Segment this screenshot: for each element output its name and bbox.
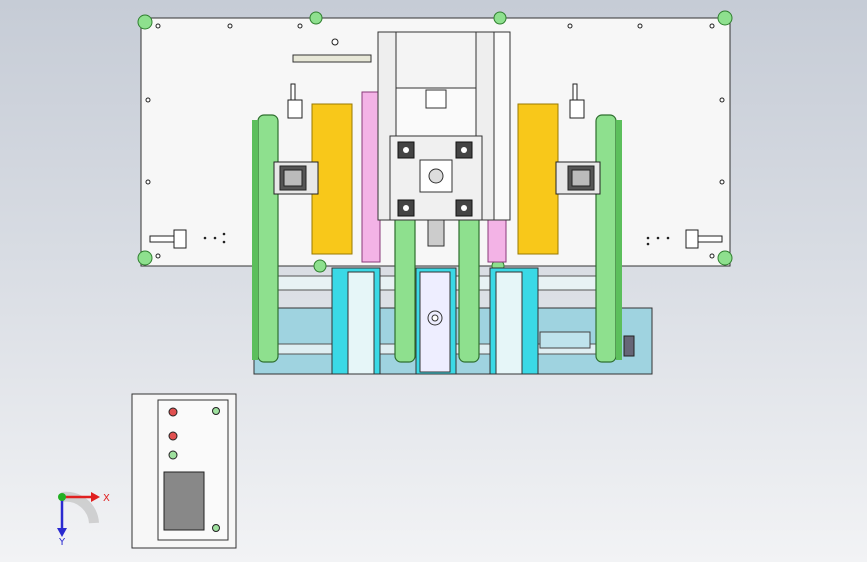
- indicator-light-green: [168, 450, 178, 460]
- plate-corner-pads: [137, 10, 733, 273]
- y-axis-label: Y: [58, 537, 66, 548]
- left-guide-bar: [292, 54, 372, 63]
- plate-screw-holes: [145, 23, 725, 259]
- control-box[interactable]: [131, 393, 237, 549]
- side-brackets: [149, 83, 723, 249]
- display-screen: [163, 471, 205, 531]
- carriage-bolt-centers: [403, 147, 467, 211]
- mount-hole-top: [212, 407, 220, 415]
- cyan-uprights: [331, 267, 539, 375]
- green-frame-shadows: [252, 120, 622, 360]
- bracket-dots: [203, 232, 670, 246]
- indicator-light-red-2: [168, 431, 178, 441]
- mount-hole-bottom: [212, 524, 220, 532]
- x-axis-label: X: [103, 493, 110, 504]
- coordinate-triad: X Y: [57, 491, 110, 548]
- yellow-cylinders[interactable]: [311, 103, 559, 255]
- indicator-light-red-1: [168, 407, 178, 417]
- triad-origin: [58, 493, 66, 501]
- side-motor-blocks: [273, 161, 601, 195]
